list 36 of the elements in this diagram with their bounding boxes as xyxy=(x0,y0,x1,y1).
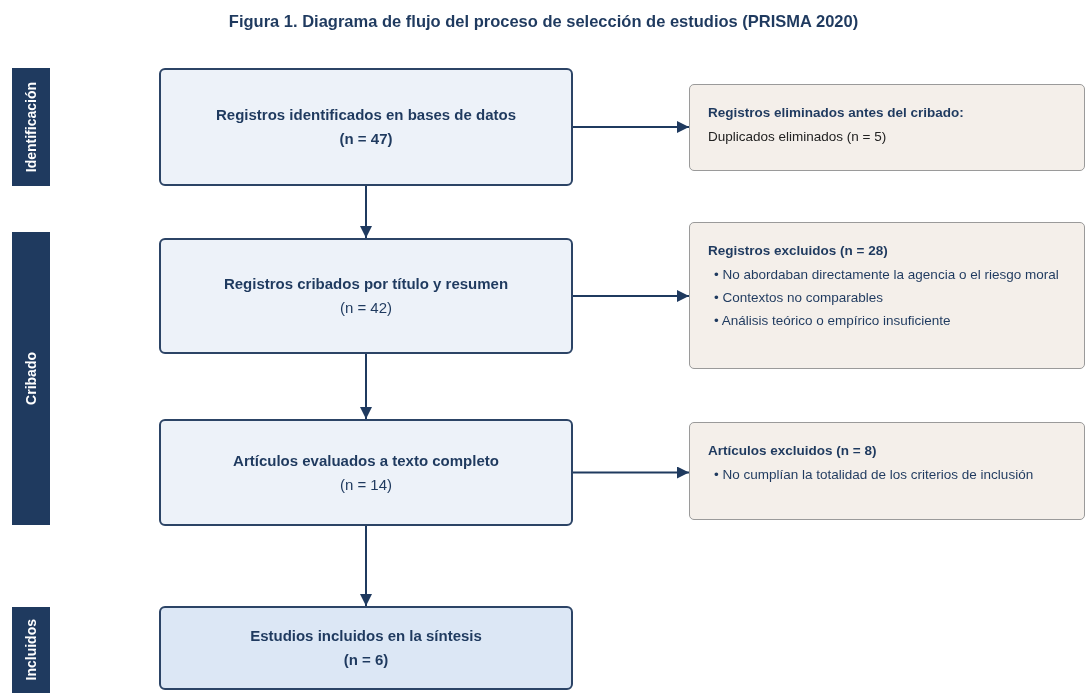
box-heading: Artículos evaluados a texto completo xyxy=(233,450,499,471)
box-heading: Registros excluidos (n = 28) xyxy=(708,242,889,260)
phase-band xyxy=(12,607,50,693)
diagram-title: Figura 1. Diagrama de flujo del proceso de selección de estudios (PRISMA 2020) xyxy=(227,12,860,31)
box-heading: Registros cribados por título y resumen xyxy=(223,274,509,294)
result-box xyxy=(159,606,573,690)
phase-label: Identificación xyxy=(23,81,39,173)
exclusion-box xyxy=(689,222,1085,369)
phase-band xyxy=(12,68,50,186)
arrow xyxy=(572,466,690,479)
arrow xyxy=(572,121,690,133)
arrow xyxy=(360,185,372,239)
process-box xyxy=(159,68,573,186)
box-text: (n = 14) xyxy=(339,474,393,495)
exclusion-box xyxy=(689,422,1085,520)
box-text: (n = 42) xyxy=(339,298,393,318)
phase-band xyxy=(12,232,50,525)
box-text: (n = 47) xyxy=(339,129,393,149)
bullet-item: • No abordaban directamente la agencia o el riesgo moral xyxy=(713,266,1060,284)
bullet-item: • No cumplían la totalidad de los criterios de inclusión xyxy=(713,466,1035,484)
exclusion-box xyxy=(689,84,1085,171)
box-text: Duplicados eliminados (n = 5) xyxy=(708,128,888,146)
arrow xyxy=(360,525,372,607)
bullet-item: • Análisis teórico o empírico insuficiente xyxy=(713,312,952,330)
phase-label: Incluidos xyxy=(23,619,39,681)
phase-label: Cribado xyxy=(23,352,39,405)
process-box xyxy=(159,419,573,526)
box-heading: Artículos excluidos (n = 8) xyxy=(708,442,878,460)
process-box xyxy=(159,238,573,354)
box-heading: Registros eliminados antes del cribado: xyxy=(708,104,965,122)
arrow xyxy=(572,290,690,302)
bullet-item: • Contextos no comparables xyxy=(713,289,885,307)
box-text: (n = 6) xyxy=(343,650,389,670)
box-heading: Estudios incluidos en la síntesis xyxy=(250,626,482,646)
box-heading: Registros identificados en bases de datos xyxy=(215,105,517,125)
arrow xyxy=(360,353,372,420)
